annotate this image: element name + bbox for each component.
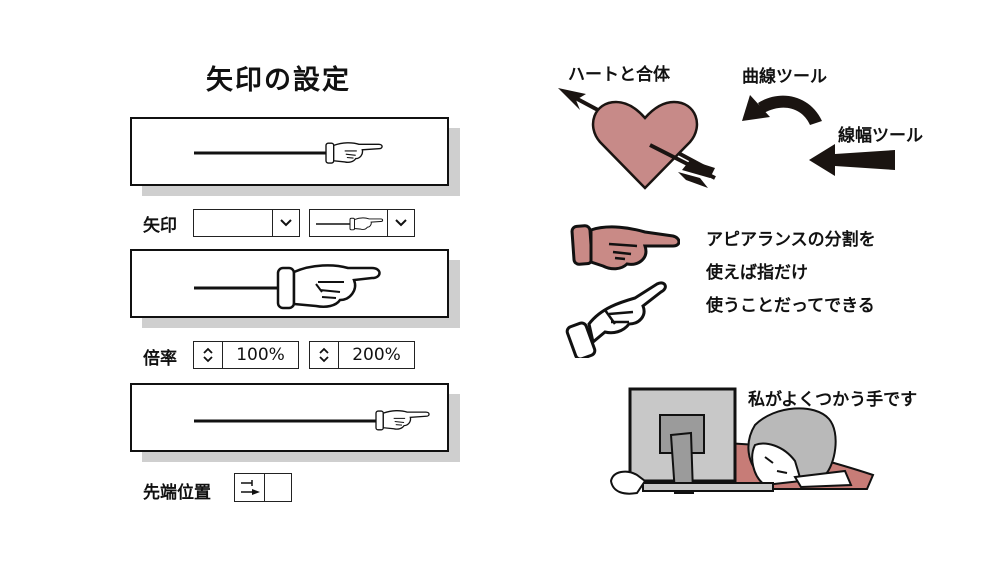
- arrowhead-icon: [558, 88, 586, 110]
- arrow-end-select[interactable]: [309, 209, 415, 237]
- end-scale-stepper[interactable]: 200%: [309, 341, 415, 369]
- pointing-hand-arrow-icon: [194, 264, 381, 310]
- pink-hand-icon: [570, 224, 680, 271]
- pointing-hand-arrowhead-icon: [310, 210, 388, 236]
- heart-label: ハートと合体: [568, 65, 670, 85]
- pointing-hand-arrow-icon: [194, 142, 383, 164]
- curved-arrow-icon: [742, 95, 822, 125]
- arrow-preview-1: [130, 117, 449, 186]
- extend-tip-option-icon[interactable]: [235, 474, 265, 501]
- appearance-line-3: 使うことだってできる: [706, 296, 875, 316]
- monitor-stand: [669, 431, 695, 494]
- person-sleeping-at-computer-illustration: [609, 387, 875, 495]
- heart-icon: [591, 100, 699, 190]
- arrow-start-value: [194, 210, 273, 236]
- appearance-line-1: アピアランスの分割を: [706, 230, 876, 250]
- pointing-hand-arrow-icon: [194, 410, 430, 431]
- stepper-updown-icon[interactable]: [310, 342, 339, 368]
- arrow-preview-3: [130, 383, 449, 452]
- tip-position-label: 先端位置: [143, 483, 211, 503]
- appearance-description: アピアランスの分割を 使えば指だけ 使うことだってできる: [706, 224, 876, 323]
- character-caption: 私がよくつかう手です: [748, 390, 918, 410]
- keyboard-icon: [642, 482, 774, 492]
- width-tapered-arrow-icon: [809, 144, 895, 176]
- chevron-down-icon[interactable]: [273, 210, 299, 236]
- arrow-label: 矢印: [143, 216, 177, 236]
- stepper-updown-icon[interactable]: [194, 342, 223, 368]
- pointing-hands-illustration: [565, 224, 680, 358]
- scale-label: 倍率: [143, 349, 177, 369]
- tip-position-toggle[interactable]: [234, 473, 292, 502]
- arrow-start-select[interactable]: [193, 209, 300, 237]
- arrow-preview-2: [130, 249, 449, 318]
- start-scale-value[interactable]: 100%: [236, 345, 285, 365]
- curve-tool-label: 曲線ツール: [742, 67, 827, 87]
- width-tool-label: 線幅ツール: [838, 126, 923, 146]
- page-title: 矢印の設定: [206, 65, 351, 96]
- hand-on-keyboard: [609, 470, 647, 495]
- chevron-down-icon[interactable]: [388, 210, 414, 236]
- appearance-line-2: 使えば指だけ: [706, 263, 808, 283]
- place-tip-at-end-option[interactable]: [265, 474, 291, 501]
- heart-with-arrow-illustration: [558, 88, 716, 190]
- start-scale-stepper[interactable]: 100%: [193, 341, 299, 369]
- white-hand-icon: [565, 281, 667, 358]
- end-scale-value[interactable]: 200%: [352, 345, 401, 365]
